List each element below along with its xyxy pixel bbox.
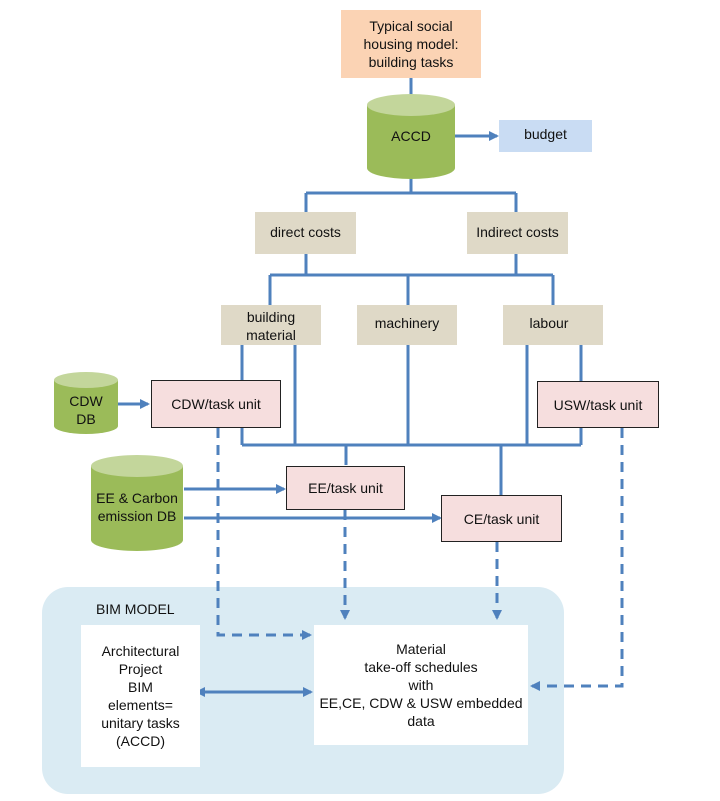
material-schedules-label: Material take-off schedules with EE,CE, … [319, 641, 523, 729]
machinery-box [357, 305, 457, 345]
budget-box [499, 120, 592, 152]
cdw-task-unit-label: CDW/task unit [171, 396, 261, 412]
bim-model-label: BIM MODEL [96, 601, 175, 617]
dashed-cdw-schedules [216, 428, 312, 640]
cdw-task-unit-box [151, 380, 281, 428]
budget-label: budget [524, 126, 567, 142]
indirect-costs-label: Indirect costs [476, 224, 559, 240]
social-housing-model-box [341, 10, 481, 78]
machinery-label: machinery [374, 315, 440, 331]
social-housing-model-label: Typical social housing model: building t… [363, 18, 459, 70]
cdw-db-cylinder [54, 372, 118, 434]
ee-task-unit-label: EE/task unit [308, 480, 383, 496]
ce-task-unit-box [441, 495, 562, 542]
dashed-connectors [216, 428, 624, 691]
accd-cylinder [367, 94, 455, 179]
accd-label: ACCD [391, 128, 431, 144]
architectural-project-label: Architectural Project BIM elements= unit… [101, 643, 180, 749]
indirect-costs-box [467, 212, 568, 254]
direct-costs-box [255, 212, 356, 254]
dashed-usw-schedules [530, 428, 624, 691]
usw-task-unit-label: USW/task unit [553, 396, 643, 413]
ce-task-unit-label: CE/task unit [463, 510, 540, 527]
ee-carbon-db-label: EE & Carbon emission DB [96, 490, 178, 524]
direct-costs-label: direct costs [270, 224, 341, 240]
building-material-label: building material [246, 309, 296, 343]
usw-task-unit-box [537, 381, 659, 428]
ee-carbon-db-cylinder [91, 455, 183, 551]
building-material-box [221, 305, 321, 345]
material-schedules-box [314, 625, 528, 745]
architectural-project-box [81, 625, 200, 767]
cdw-db-label: CDW DB [69, 393, 103, 427]
ee-task-unit-box [286, 466, 405, 510]
labour-label: labour [529, 315, 569, 331]
labour-box [503, 305, 603, 345]
